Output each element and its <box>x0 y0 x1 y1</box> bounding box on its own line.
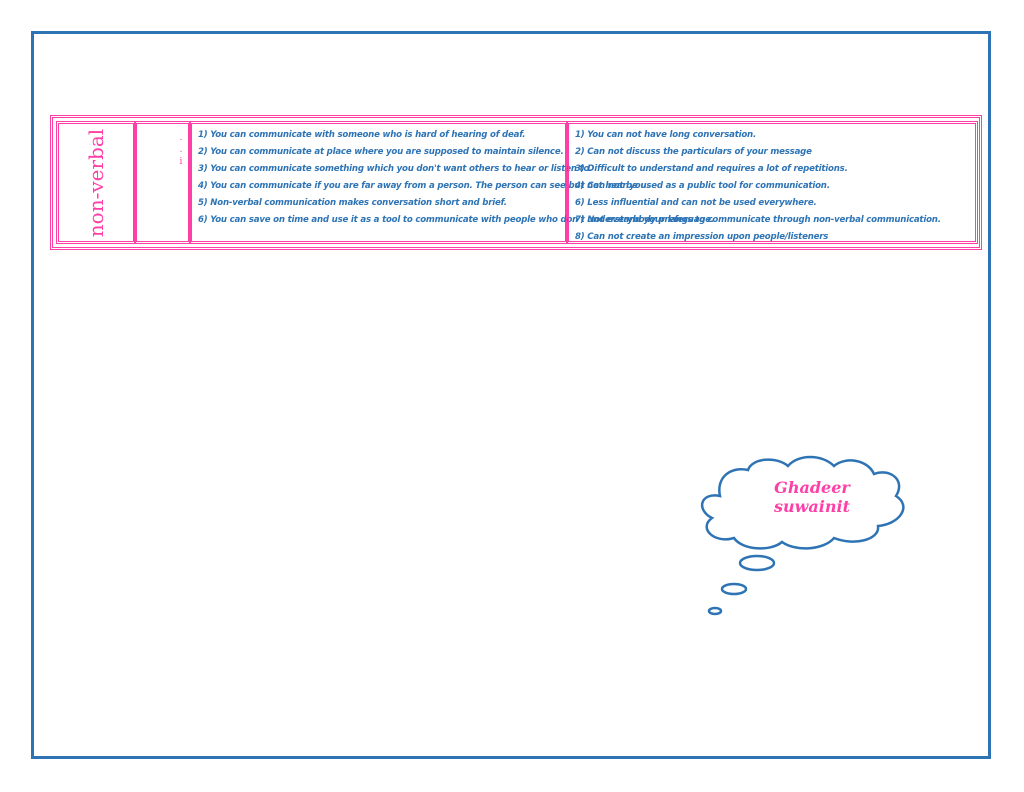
page-border <box>31 31 991 759</box>
disadvantage-item: 6) Less influential and can not be used … <box>575 198 817 208</box>
advantage-item: 2) You can communicate at place where yo… <box>198 147 564 157</box>
disadvantage-item: 8) Can not create an impression upon peo… <box>575 232 829 242</box>
advantages-cell: 1) You can communicate with someone who … <box>189 121 714 244</box>
disadvantage-item: 2) Can not discuss the particulars of yo… <box>575 147 812 157</box>
advantage-item: 1) You can communicate with someone who … <box>198 130 526 140</box>
row-label: non-verbal <box>84 128 108 237</box>
thought-bubble: Ghadeer suwainit <box>690 448 930 628</box>
disadvantage-item: 4) Can not be used as a public tool for … <box>575 181 830 191</box>
thought-cloud-icon <box>700 455 905 616</box>
disadvantage-item: 3) Difficult to understand and requires … <box>575 164 848 174</box>
narrow-cell-text: . . i <box>179 133 183 167</box>
disadvantages-cell: 1) You can not have long conversation. 2… <box>566 121 978 244</box>
row-label-cell: non-verbal <box>56 121 136 244</box>
advantage-item: 5) Non-verbal communication makes conver… <box>198 198 507 208</box>
narrow-cell: . . i <box>134 121 191 244</box>
advantages-list: 1) You can communicate with someone who … <box>192 124 714 229</box>
disadvantage-item: 1) You can not have long conversation. <box>575 130 757 140</box>
bubble-text: Ghadeer suwainit <box>774 478 850 516</box>
disadvantage-item: 7) Not everybody prefers to communicate … <box>575 215 941 225</box>
comparison-table: non-verbal . . i 1) You can communicate … <box>50 115 982 250</box>
disadvantages-list: 1) You can not have long conversation. 2… <box>569 124 975 246</box>
advantage-item: 4) You can communicate if you are far aw… <box>198 181 650 191</box>
advantage-item: 6) You can save on time and use it as a … <box>198 215 714 225</box>
advantage-item: 3) You can communicate something which y… <box>198 164 593 174</box>
